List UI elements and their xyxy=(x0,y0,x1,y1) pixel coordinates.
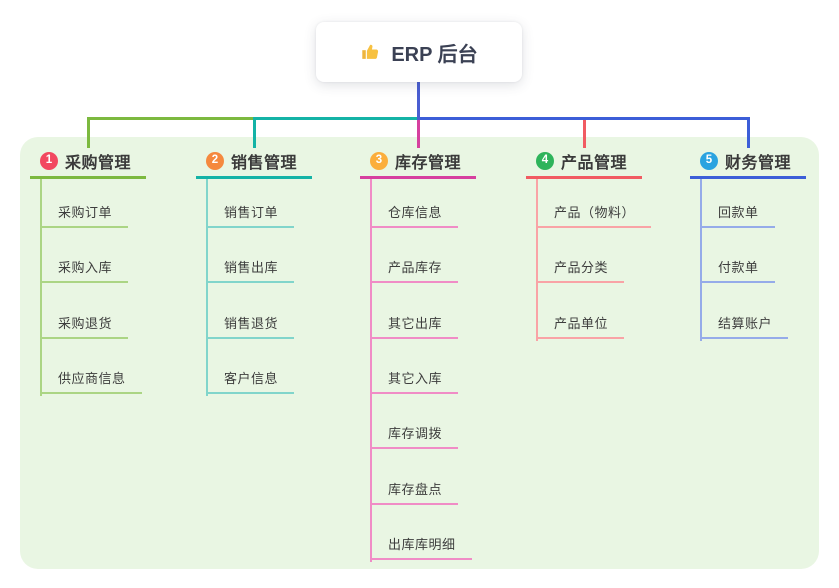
child-node-label: 结算账户 xyxy=(718,316,773,331)
branch-index-badge: 3 xyxy=(370,152,388,170)
child-node[interactable]: 出库库明细 xyxy=(370,530,472,560)
child-node-label: 产品分类 xyxy=(554,260,609,275)
branch-index-badge: 4 xyxy=(536,152,554,170)
child-node-label: 销售出库 xyxy=(224,260,279,275)
branch-title-label: 库存管理 xyxy=(395,155,462,172)
child-node[interactable]: 销售退货 xyxy=(206,309,295,339)
child-node-label: 产品单位 xyxy=(554,316,609,331)
child-node-label: 产品库存 xyxy=(388,260,443,275)
child-node[interactable]: 付款单 xyxy=(700,253,775,283)
child-node-label: 销售退货 xyxy=(224,316,279,331)
child-node-label: 仓库信息 xyxy=(388,205,443,220)
thumbs-up-icon xyxy=(360,41,382,63)
child-node[interactable]: 销售出库 xyxy=(206,253,295,283)
branch-node-4[interactable]: 4 产品管理 xyxy=(526,146,642,179)
branch-index-badge: 1 xyxy=(40,152,58,170)
branch-title-label: 采购管理 xyxy=(65,155,132,172)
child-node-label: 采购入库 xyxy=(58,260,113,275)
branch-spine xyxy=(536,179,538,341)
branch-node-3[interactable]: 3 库存管理 xyxy=(360,146,476,179)
child-node-label: 其它出库 xyxy=(388,316,443,331)
child-node-label: 出库库明细 xyxy=(388,537,456,552)
branch-title-label: 产品管理 xyxy=(561,155,628,172)
branches-panel xyxy=(20,137,819,569)
branch-title-label: 财务管理 xyxy=(725,155,792,172)
child-node[interactable]: 产品库存 xyxy=(370,253,459,283)
child-node[interactable]: 其它入库 xyxy=(370,364,459,394)
branch-node-2[interactable]: 2 销售管理 xyxy=(196,146,312,179)
root-node[interactable]: ERP 后台 xyxy=(316,22,522,82)
child-node-label: 付款单 xyxy=(718,260,759,275)
child-node[interactable]: 采购订单 xyxy=(40,198,129,228)
branch-title-label: 销售管理 xyxy=(231,155,298,172)
child-node[interactable]: 产品单位 xyxy=(536,309,625,339)
branch-spine xyxy=(370,179,372,562)
branch-spine xyxy=(40,179,42,396)
child-node-label: 客户信息 xyxy=(224,371,279,386)
child-node[interactable]: 产品（物料） xyxy=(536,198,652,228)
branch-node-5[interactable]: 5 财务管理 xyxy=(690,146,806,179)
child-node[interactable]: 销售订单 xyxy=(206,198,295,228)
child-node-label: 采购订单 xyxy=(58,205,113,220)
child-node[interactable]: 其它出库 xyxy=(370,309,459,339)
child-node[interactable]: 客户信息 xyxy=(206,364,295,394)
branch-spine xyxy=(206,179,208,396)
child-node[interactable]: 回款单 xyxy=(700,198,775,228)
branch-node-1[interactable]: 1 采购管理 xyxy=(30,146,146,179)
child-node[interactable]: 结算账户 xyxy=(700,309,789,339)
child-node[interactable]: 采购入库 xyxy=(40,253,129,283)
root-node-label: ERP 后台 xyxy=(391,43,478,66)
child-node-label: 销售订单 xyxy=(224,205,279,220)
child-node[interactable]: 仓库信息 xyxy=(370,198,459,228)
child-node-label: 其它入库 xyxy=(388,371,443,386)
child-node[interactable]: 库存盘点 xyxy=(370,475,459,505)
branch-index-badge: 2 xyxy=(206,152,224,170)
child-node-label: 库存调拨 xyxy=(388,426,443,441)
child-node-label: 库存盘点 xyxy=(388,482,443,497)
child-node[interactable]: 采购退货 xyxy=(40,309,129,339)
child-node-label: 产品（物料） xyxy=(554,205,636,220)
branch-index-badge: 5 xyxy=(700,152,718,170)
child-node[interactable]: 供应商信息 xyxy=(40,364,142,394)
child-node-label: 供应商信息 xyxy=(58,371,126,386)
child-node-label: 采购退货 xyxy=(58,316,113,331)
branch-spine xyxy=(700,179,702,341)
child-node[interactable]: 库存调拨 xyxy=(370,419,459,449)
child-node[interactable]: 产品分类 xyxy=(536,253,625,283)
child-node-label: 回款单 xyxy=(718,205,759,220)
